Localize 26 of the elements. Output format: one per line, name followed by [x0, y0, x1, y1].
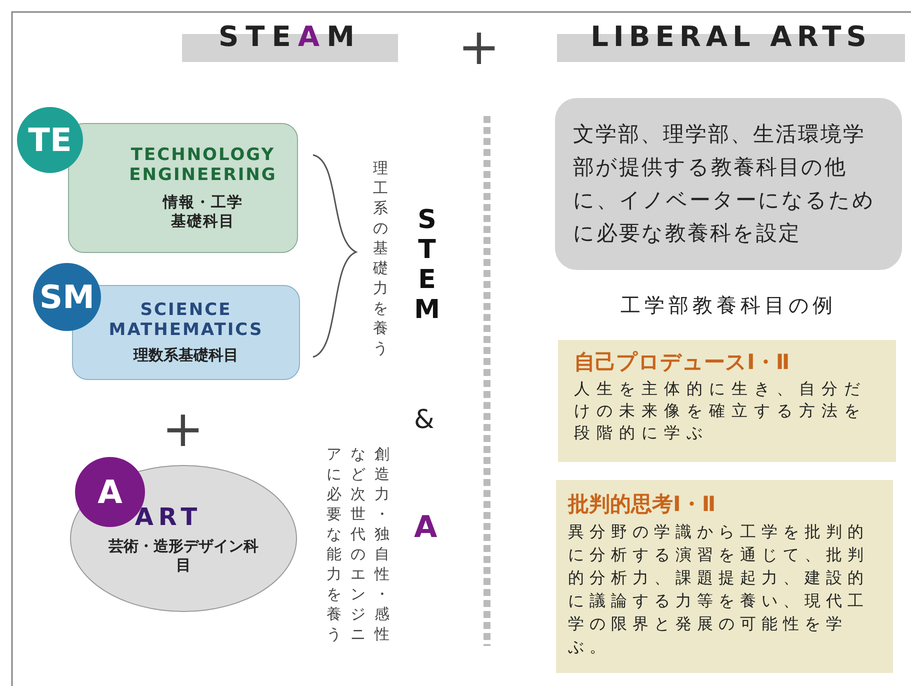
vertical-caption: 創造力・独自性・感性など次世代のエンジニアに必要な能力を養う	[326, 444, 390, 645]
body-text: 芸術・造形デザイン科目	[108, 536, 258, 574]
badge-letter: TE	[28, 121, 72, 159]
body-text: 理数系基礎科目	[134, 346, 238, 365]
heading-text: 批判的思考Ⅰ・Ⅱ	[568, 491, 716, 518]
body-text: 異分野の学識から工学を批判的に分析する演習を通じて、批判的分析力、課題提起力、建設的に議論する力等を養い、現代工学の限界と発展の可能性を学ぶ。	[568, 521, 870, 658]
heading-text: SCIENCE MATHEMATICS	[108, 300, 264, 340]
course-card	[556, 480, 893, 673]
vertical-title: STEM	[413, 205, 441, 325]
body-text: 情報・工学基礎科目	[161, 193, 244, 231]
plus-sign: +	[162, 400, 204, 458]
vertical-letter: A	[414, 510, 438, 545]
heading-text: 自己プロデュースⅠ・Ⅱ	[574, 349, 790, 376]
plus-sign: +	[458, 18, 500, 76]
subheading: 工学部教養科目の例	[620, 292, 838, 319]
course-box	[68, 123, 298, 253]
vertical-caption: 理工系の基礎力を養う	[372, 158, 389, 358]
description-text: 文学部、理学部、生活環境学部が提供する教養科目の他に、イノベーターになるために必要な教養科を設定	[573, 121, 876, 247]
heading-text: TECHNOLOGY ENGINEERING	[128, 145, 278, 185]
heading-text: ART	[134, 502, 202, 530]
course-card	[558, 340, 896, 462]
ampersand: &	[414, 405, 434, 435]
body-text: 人生を主体的に生き、自分だけの未来像を確立する方法を段階的に学ぶ	[574, 378, 868, 444]
badge-letter: A	[98, 473, 122, 511]
info-box	[555, 98, 902, 270]
badge-letter: SM	[40, 278, 94, 316]
